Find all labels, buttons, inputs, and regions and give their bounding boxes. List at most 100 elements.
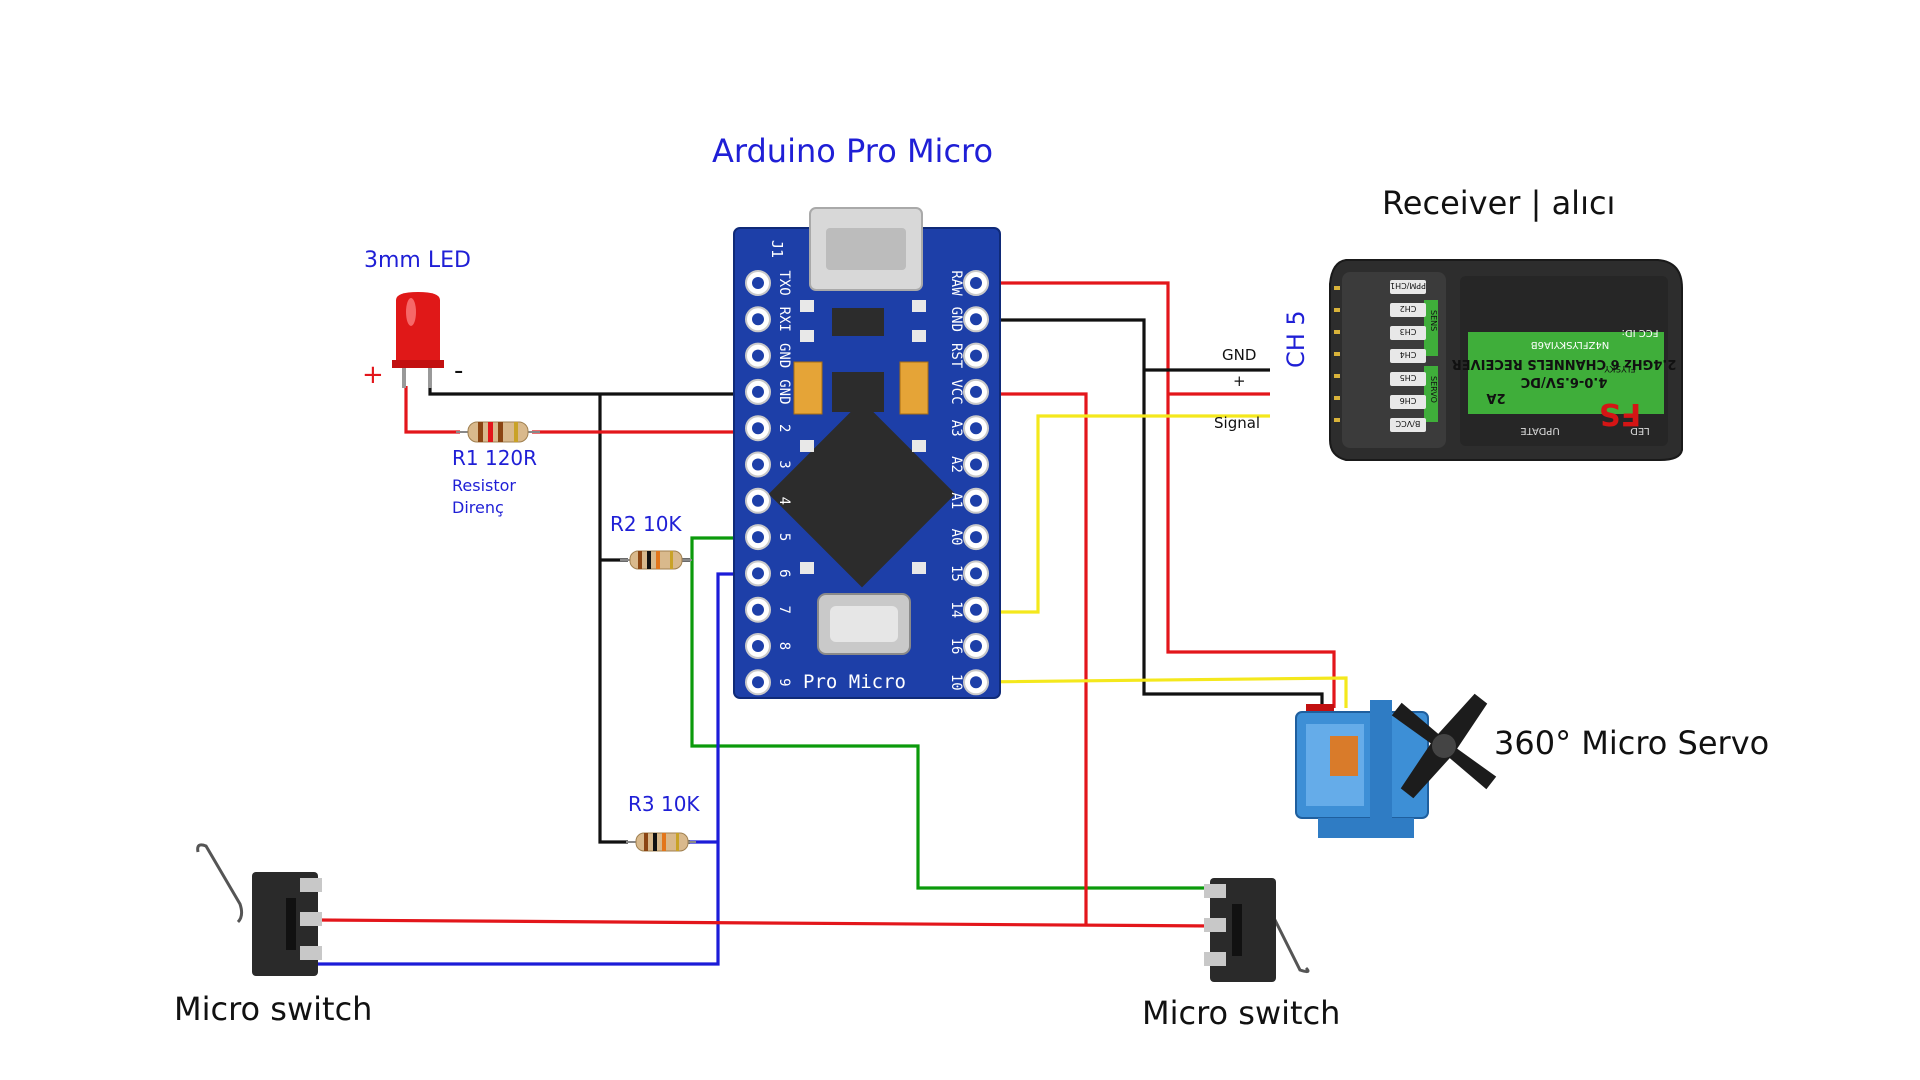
pin-right-label: A1 (948, 492, 964, 509)
receiver-port-tag (1390, 349, 1426, 363)
pin-right-center (970, 640, 982, 652)
resistor-r1 (456, 421, 540, 443)
wire-raw (976, 281, 1336, 708)
receiver-port-tag (1390, 326, 1426, 340)
servo-label: 360° Micro Servo (1494, 724, 1770, 762)
receiver-side-sens: SENS (1429, 310, 1438, 331)
servo-horn (1391, 693, 1497, 799)
receiver-port-tag (1390, 303, 1426, 317)
wire-servo-signal (975, 676, 1348, 708)
pin-right-center (970, 603, 982, 616)
pin-right-label: VCC (948, 379, 964, 404)
receiver-port-label: CH2 (1400, 304, 1417, 313)
resistor-r2 (620, 550, 692, 570)
pin-right-label: GND (948, 307, 964, 332)
receiver-text: N4ZFLYSKYIA6B FCC ID: 2.4GHz 6 CHANNELS … (1429, 310, 1676, 436)
receiver-port-label: CH4 (1400, 350, 1417, 359)
receiver-fcc-id: N4ZFLYSKYIA6B (1531, 339, 1610, 350)
microcontroller-chip (768, 400, 956, 588)
led-body (396, 292, 440, 366)
pin-left-label: 3 (776, 460, 792, 468)
pin-left-label: 6 (776, 569, 792, 577)
receiver-port-tag (1390, 280, 1426, 294)
pin-left-center (752, 349, 764, 362)
pin-right-center (970, 676, 982, 689)
micro-switch-left (196, 843, 322, 976)
r1-label: R1 120R (452, 446, 538, 470)
receiver-fcc: FCC ID: (1622, 327, 1659, 338)
pin-right-center (970, 385, 982, 398)
signal-label: Signal (1214, 414, 1261, 432)
led-3mm (392, 292, 444, 388)
receiver-line3: 2A (1486, 390, 1505, 405)
wire-gnd-right (976, 318, 1324, 708)
receiver-port-tag (1390, 418, 1426, 432)
ch5-label: CH 5 (1282, 310, 1310, 368)
receiver-label-plate (1468, 332, 1664, 414)
gnd-label: GND (1222, 346, 1257, 364)
micro-servo (1295, 693, 1497, 838)
receiver-port-label: CH5 (1400, 373, 1417, 382)
wire-switch-red (317, 918, 1215, 928)
pin-right-center (970, 349, 982, 362)
wire-signal (976, 414, 1270, 614)
pin-right-center (970, 494, 982, 507)
pin-left-center (752, 422, 764, 435)
pin-left-label: 2 (776, 424, 792, 432)
pin-right-label: 15 (948, 565, 964, 582)
pin-left-center (752, 385, 764, 398)
r2-label: R2 10K (610, 512, 682, 536)
pin-left-center (752, 603, 764, 616)
pin-right-label: RAW (948, 270, 964, 296)
resistor-r3 (626, 832, 696, 852)
pin-left-label: 8 (776, 642, 792, 650)
led-plus-label: + (362, 360, 384, 390)
pin-left-label: RXI (776, 307, 792, 332)
receiver-port-tag (1390, 372, 1426, 386)
pin-right-center (970, 313, 982, 326)
receiver-port-label: CH6 (1400, 396, 1417, 405)
receiver-brand-sub: FLYSKY (1604, 363, 1636, 373)
receiver-port-label: PPM/CH1 (1390, 281, 1426, 290)
wire-gnd-bus (598, 394, 628, 844)
pin-left-center (752, 676, 764, 689)
pin-left-center (752, 567, 764, 580)
receiver-led: LED (1630, 425, 1650, 436)
pin-left-center (752, 277, 764, 289)
wires (317, 281, 1348, 966)
pin-left-center (752, 531, 764, 544)
pin-right-label: 16 (948, 638, 964, 655)
pin-right-label: 14 (948, 601, 964, 618)
receiver-side-servo: SERVO (1429, 376, 1438, 403)
pin-right-label: A0 (948, 529, 964, 546)
pin-left-center (752, 494, 764, 507)
led-minus-label: - (454, 356, 464, 386)
receiver-line1: 2.4GHz 6 CHANNELS RECEIVER (1452, 356, 1677, 371)
r1-direnc-label: Direnç (452, 498, 504, 517)
receiver-port-tag (1390, 395, 1426, 409)
wire-green (690, 536, 1214, 890)
micro-switch-right (1204, 878, 1310, 982)
pin-left-label: GND (776, 379, 792, 404)
pin-left-center (752, 458, 764, 471)
pin-right-center (970, 458, 982, 471)
pin-right-label: A3 (948, 420, 964, 437)
pin-right-label: 10 (948, 674, 964, 691)
receiver-port-label: CH3 (1400, 327, 1417, 336)
wire-gnd-led (428, 386, 758, 396)
pin-right-label: A2 (948, 456, 964, 473)
board-j1-label: J1 (768, 240, 786, 258)
switch-right-label: Micro switch (1142, 994, 1341, 1032)
receiver-title: Receiver | alıcı (1382, 184, 1616, 222)
pin-left-label: GND (776, 343, 792, 368)
wire-led-r1 (404, 386, 460, 434)
receiver-line2: 4.0-6.5V/DC (1521, 374, 1608, 389)
pin-left-label: 4 (776, 497, 792, 505)
board-brand-label: Pro Micro (803, 671, 906, 693)
pin-left-label: 7 (776, 605, 792, 613)
led-label: 3mm LED (364, 248, 471, 273)
pin-left-center (752, 313, 764, 326)
pin-right-center (970, 277, 982, 289)
